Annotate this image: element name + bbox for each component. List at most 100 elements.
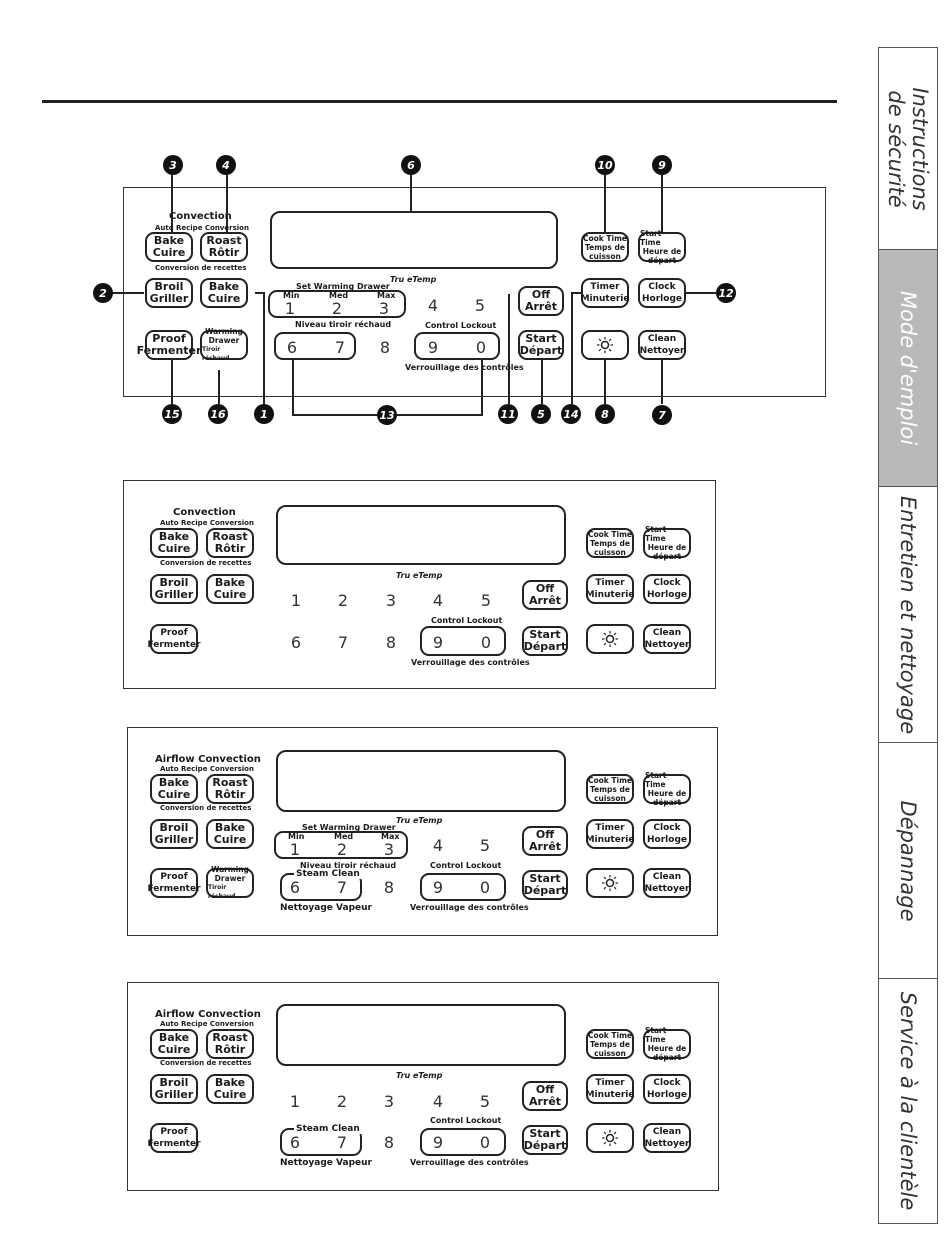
key-0[interactable]: 0 <box>479 1133 491 1152</box>
key-9[interactable]: 9 <box>432 1133 444 1152</box>
key-2[interactable]: 2 <box>331 299 343 318</box>
key-8[interactable]: 8 <box>383 1133 395 1152</box>
key-0[interactable]: 0 <box>479 878 491 897</box>
key-6[interactable]: 6 <box>286 338 298 357</box>
key-2[interactable]: 2 <box>337 591 349 610</box>
tab-depannage[interactable]: Dépannage <box>878 742 938 979</box>
key-4[interactable]: 4 <box>427 296 439 315</box>
key-4[interactable]: 4 <box>432 836 444 855</box>
key-3[interactable]: 3 <box>385 591 397 610</box>
key-7[interactable]: 7 <box>337 633 349 652</box>
key-5[interactable]: 5 <box>474 296 486 315</box>
key-3[interactable]: 3 <box>378 299 390 318</box>
key-6[interactable]: 6 <box>290 633 302 652</box>
btn-label: Nettoyer <box>644 884 690 894</box>
key-8[interactable]: 8 <box>385 633 397 652</box>
key-0[interactable]: 0 <box>480 633 492 652</box>
key-7[interactable]: 7 <box>334 338 346 357</box>
key-0[interactable]: 0 <box>475 338 487 357</box>
key-1[interactable]: 1 <box>290 591 302 610</box>
key-2[interactable]: 2 <box>336 1092 348 1111</box>
key-6[interactable]: 6 <box>289 1133 301 1152</box>
key-5[interactable]: 5 <box>479 836 491 855</box>
key-4[interactable]: 4 <box>432 591 444 610</box>
light-button[interactable] <box>586 868 634 898</box>
key-9[interactable]: 9 <box>427 338 439 357</box>
key-1[interactable]: 1 <box>284 299 296 318</box>
light-button[interactable] <box>581 330 629 360</box>
key-7[interactable]: 7 <box>336 878 348 897</box>
key-6[interactable]: 6 <box>289 878 301 897</box>
light-button[interactable] <box>586 1123 634 1153</box>
key-3[interactable]: 3 <box>383 1092 395 1111</box>
key-3[interactable]: 3 <box>383 840 395 859</box>
key-4[interactable]: 4 <box>432 1092 444 1111</box>
key-5[interactable]: 5 <box>479 1092 491 1111</box>
key-5[interactable]: 5 <box>480 591 492 610</box>
key-8[interactable]: 8 <box>383 878 395 897</box>
tab-mode-emploi[interactable]: Mode d'emploi <box>878 249 938 487</box>
tab-service-clientele[interactable]: Service à la clientèle <box>878 978 938 1224</box>
key-2[interactable]: 2 <box>336 840 348 859</box>
key-9[interactable]: 9 <box>432 633 444 652</box>
key-1[interactable]: 1 <box>289 1092 301 1111</box>
key-8[interactable]: 8 <box>379 338 391 357</box>
key-9[interactable]: 9 <box>432 878 444 897</box>
tab-entretien-nettoyage[interactable]: Entretien et nettoyage <box>878 486 938 743</box>
key-7[interactable]: 7 <box>336 1133 348 1152</box>
light-button[interactable] <box>586 624 634 654</box>
key-1[interactable]: 1 <box>289 840 301 859</box>
